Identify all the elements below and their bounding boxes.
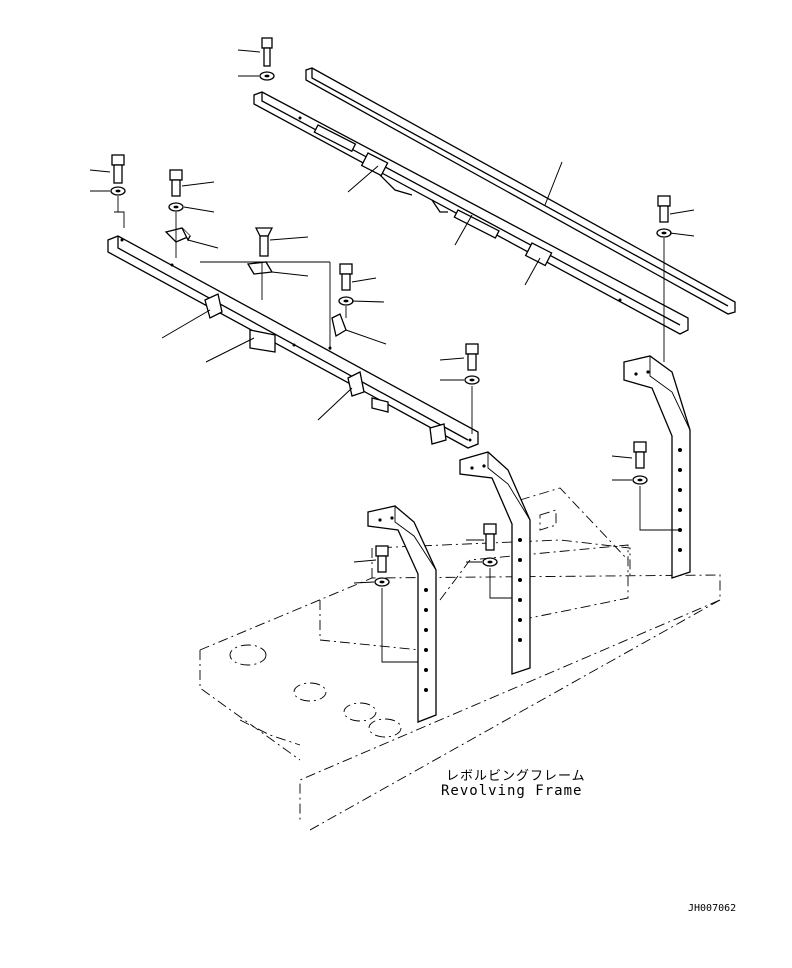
leader-lines — [89, 49, 695, 584]
upper-bracket-rail — [253, 91, 689, 335]
vertical-posts — [367, 355, 691, 723]
bolt-8 — [633, 441, 647, 469]
assembly-centerlines — [114, 196, 680, 663]
bolts — [111, 37, 671, 573]
drawing-code: JH007062 — [688, 903, 737, 914]
english-annotation: Revolving Frame — [441, 783, 583, 799]
upper-rail-bar — [305, 67, 736, 315]
bolt-7 — [657, 195, 671, 223]
washers — [110, 71, 672, 587]
bolt-10 — [375, 545, 389, 573]
bolt-4 — [254, 227, 274, 257]
japanese-annotation: レボルビングフレーム — [446, 769, 586, 784]
bolt-3 — [169, 169, 183, 197]
revolving-frame — [199, 487, 721, 831]
bolt-6 — [465, 343, 479, 371]
bolt-2 — [111, 154, 125, 184]
bolt-5 — [339, 263, 353, 291]
post-holes — [378, 370, 682, 692]
lower-main-beam — [107, 235, 479, 449]
bolt-9 — [483, 523, 497, 551]
bolt-1 — [261, 37, 273, 67]
